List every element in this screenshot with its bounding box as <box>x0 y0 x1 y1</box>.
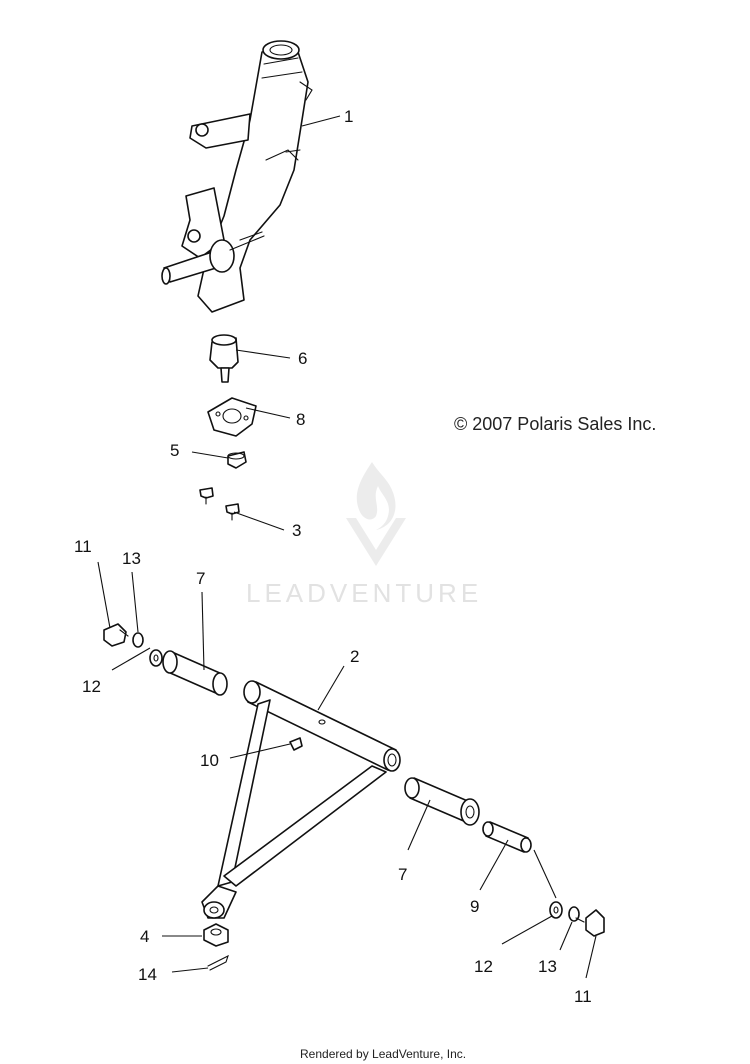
callout-9: 9 <box>470 897 479 916</box>
part-cotter-pin <box>207 954 229 971</box>
part-bushing-right <box>404 777 480 826</box>
callout-10: 10 <box>200 751 219 770</box>
watermark-logo <box>346 462 406 566</box>
part-washer-right <box>549 901 563 919</box>
part-nut <box>203 923 229 947</box>
part-bolt-left <box>103 623 129 647</box>
callout-11-right: 11 <box>574 987 592 1006</box>
callout-2: 2 <box>350 647 359 666</box>
callout-1: 1 <box>344 107 353 126</box>
callout-14: 14 <box>138 965 157 984</box>
part-cap <box>227 451 247 469</box>
watermark-text: LEADVENTURE <box>246 578 482 608</box>
callout-13-right: 13 <box>538 957 557 976</box>
part-sleeve <box>482 821 532 853</box>
part-lock-washer-right <box>568 906 580 922</box>
callout-8: 8 <box>296 410 305 429</box>
part-bushing-left <box>162 650 228 696</box>
footer-credit: Rendered by LeadVenture, Inc. <box>300 1047 466 1061</box>
callout-4: 4 <box>140 927 149 946</box>
callout-6: 6 <box>298 349 307 368</box>
part-ball-joint <box>209 334 239 383</box>
part-flange-plate <box>207 397 257 437</box>
part-a-arm <box>201 680 401 919</box>
copyright-text: © 2007 Polaris Sales Inc. <box>454 414 656 434</box>
part-washer-left <box>149 649 163 667</box>
leader-lines <box>97 115 597 979</box>
part-steering-knuckle <box>161 40 313 313</box>
callout-7-right: 7 <box>398 865 407 884</box>
part-screws <box>199 487 240 521</box>
callout-7-left: 7 <box>196 569 205 588</box>
part-bolt-right <box>575 909 605 937</box>
callout-12-right: 12 <box>474 957 493 976</box>
callout-5: 5 <box>170 441 179 460</box>
callout-3: 3 <box>292 521 301 540</box>
callout-12-left: 12 <box>82 677 101 696</box>
part-lock-washer-left <box>132 632 144 648</box>
part-grease-fitting <box>289 737 303 751</box>
callout-11-left: 11 <box>74 537 92 556</box>
callout-13-left: 13 <box>122 549 141 568</box>
